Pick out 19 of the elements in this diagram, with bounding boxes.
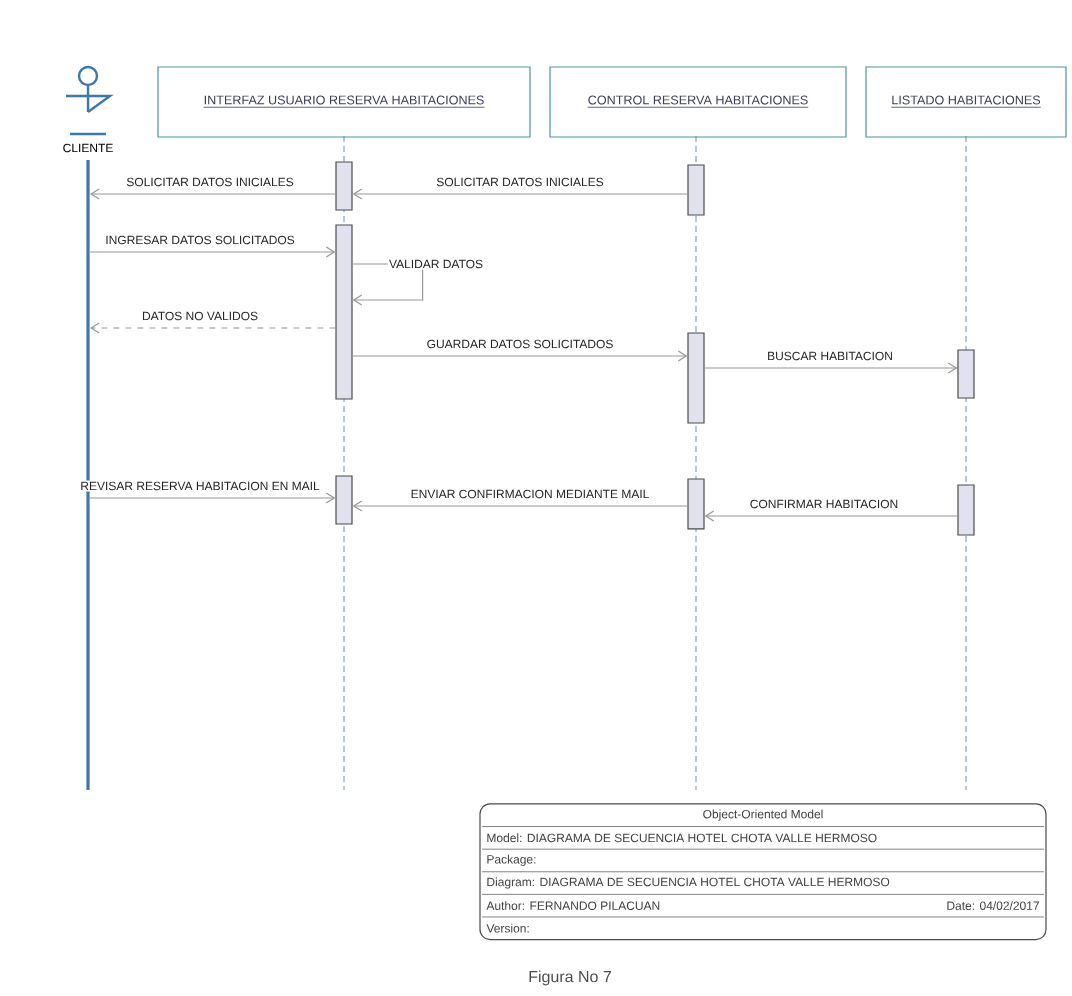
activation-bar xyxy=(335,224,353,400)
message-arrow xyxy=(89,492,336,504)
message-arrow xyxy=(90,188,336,200)
caption: Figura No 7 xyxy=(529,970,611,986)
message-arrow xyxy=(352,500,688,512)
activation-bar xyxy=(687,478,705,530)
message-arrow xyxy=(352,188,688,200)
lifeline xyxy=(86,160,90,790)
message-arrow xyxy=(352,350,688,362)
message-arrow xyxy=(89,246,336,258)
activation-bar xyxy=(957,349,975,399)
activation-bar xyxy=(687,164,705,216)
activation-bar xyxy=(335,475,353,525)
message-arrow xyxy=(704,362,958,374)
activation-bar xyxy=(335,161,353,211)
message-arrow xyxy=(90,322,336,334)
message-arrow xyxy=(704,510,958,522)
activation-bar xyxy=(687,332,705,424)
activation-bar xyxy=(957,484,975,536)
